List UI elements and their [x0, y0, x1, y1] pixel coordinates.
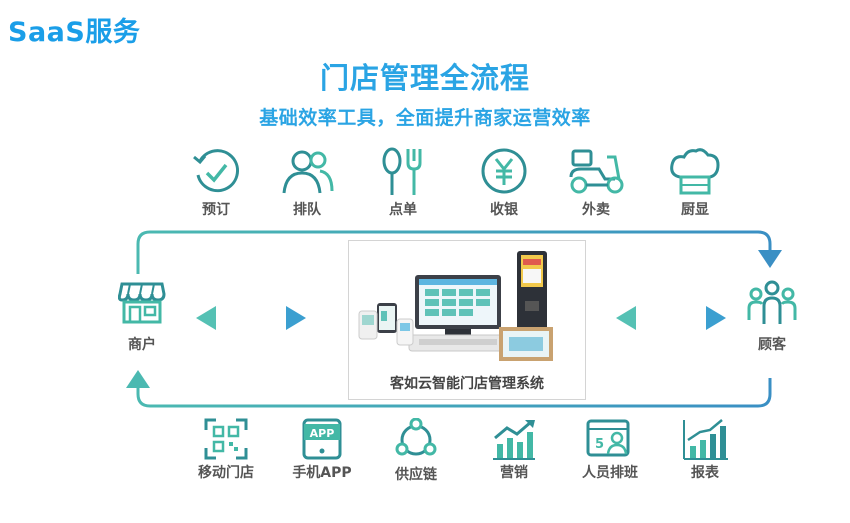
kitchen-display-icon — [670, 148, 720, 195]
feature-cashier: 收银 — [459, 147, 549, 219]
loop-bottom-line — [136, 378, 772, 408]
system-product-panel: 客如云智能门店管理系统 — [348, 240, 586, 400]
feature-label: 排队 — [293, 202, 321, 218]
feature-label: 报表 — [691, 465, 719, 481]
feature-label: 营销 — [500, 465, 528, 481]
customer-node: 顾客 — [742, 280, 802, 354]
feature-label: 外卖 — [582, 202, 610, 218]
feature-mobile-store: 移动门店 — [181, 418, 271, 482]
brand-title: SaaS服务 — [8, 17, 141, 48]
feature-order: 点单 — [358, 147, 448, 219]
merchant-node: 商户 — [112, 280, 172, 354]
delivery-icon — [569, 149, 624, 194]
merchant-store-icon — [118, 282, 166, 324]
feature-reservation: 预订 — [171, 147, 261, 219]
feature-delivery: 外卖 — [551, 147, 641, 219]
page-title: 门店管理全流程 — [319, 61, 530, 95]
feature-label: 供应链 — [395, 467, 437, 483]
merchant-label: 商户 — [128, 337, 156, 353]
pos-devices-illustration — [358, 251, 553, 361]
feature-mobile-app: APP 手机APP — [277, 418, 367, 482]
feature-staff-scheduling: 5 人员排班 — [565, 418, 655, 482]
queue-icon — [282, 150, 334, 194]
customer-label: 顾客 — [758, 337, 786, 353]
right-double-arrow — [616, 306, 726, 330]
left-double-arrow — [196, 306, 306, 330]
feature-kitchen-display: 厨显 — [650, 147, 740, 219]
feature-label: 预订 — [202, 202, 230, 218]
loop-top-line — [136, 230, 772, 274]
feature-label: 收银 — [490, 202, 518, 218]
supply-chain-icon — [395, 418, 437, 456]
feature-report: 报表 — [660, 418, 750, 482]
staff-scheduling-icon: 5 — [586, 419, 630, 457]
svg-text:5: 5 — [595, 437, 604, 452]
feature-label: 手机APP — [292, 465, 352, 481]
page-subtitle: 基础效率工具，全面提升商家运营效率 — [259, 107, 591, 129]
loop-up-arrowhead — [126, 370, 150, 388]
reservation-icon — [193, 149, 239, 193]
feature-label: 点单 — [389, 202, 417, 218]
feature-supply-chain: 供应链 — [371, 418, 461, 484]
feature-queue: 排队 — [262, 147, 352, 219]
loop-down-arrowhead — [758, 250, 782, 268]
feature-marketing: 营销 — [469, 418, 559, 482]
report-icon — [683, 419, 728, 460]
feature-label: 厨显 — [681, 202, 709, 218]
feature-label: 人员排班 — [582, 465, 638, 481]
system-caption: 客如云智能门店管理系统 — [390, 376, 544, 392]
cashier-icon — [481, 148, 527, 194]
marketing-icon — [493, 420, 535, 460]
svg-text:APP: APP — [310, 427, 335, 440]
mobile-store-icon — [204, 418, 248, 460]
order-icon — [382, 147, 422, 195]
feature-label: 移动门店 — [198, 465, 254, 481]
customers-icon — [747, 280, 797, 324]
mobile-app-icon: APP — [302, 418, 342, 460]
